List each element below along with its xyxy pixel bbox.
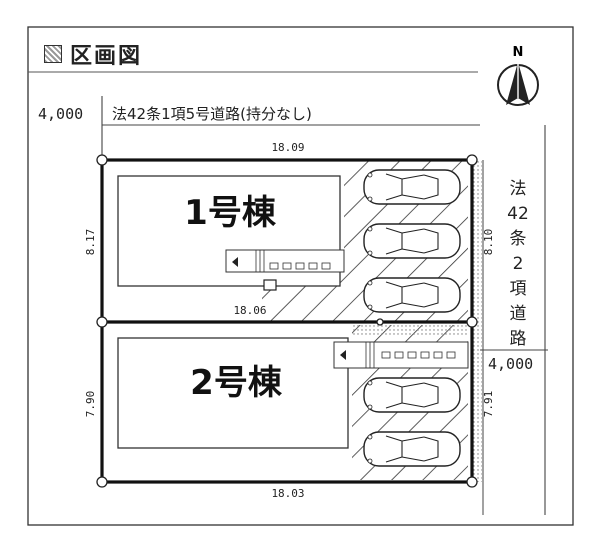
dim-top: 18.09	[271, 141, 304, 154]
top-road-label: 法42条1項5号道路(持分なし)	[112, 105, 312, 123]
north-arrow-icon: N	[497, 45, 539, 106]
car-icon	[363, 277, 461, 313]
side-road-char: 法	[510, 179, 527, 199]
dim-lot1-right: 8.10	[482, 229, 495, 256]
lot2-steps	[365, 342, 456, 368]
building-2-footprint	[117, 337, 349, 449]
side-road-char: 2	[513, 254, 524, 274]
hatched-square-icon	[44, 45, 62, 63]
boundary-markers	[96, 154, 478, 488]
dim-lot1-left: 8.17	[84, 229, 97, 256]
lot2-entry-arrow-icon	[340, 350, 346, 360]
building-1-label: 1号棟	[184, 193, 277, 233]
outer-frame	[27, 26, 574, 526]
lot2-paving-strip	[352, 325, 468, 335]
car-icon	[363, 169, 461, 205]
building-2-label: 2号棟	[190, 363, 283, 403]
lot1-meter-box-icon	[263, 279, 277, 291]
side-road-label: 法 42 条 2 項 道 路	[507, 179, 529, 349]
north-label: N	[513, 45, 524, 60]
lot1-steps	[255, 250, 331, 272]
side-road-char: 路	[510, 329, 527, 349]
side-road-char: 42	[507, 204, 529, 224]
side-road-char: 道	[510, 304, 527, 324]
car-icon	[363, 223, 461, 259]
dim-lot2-left: 7.90	[84, 391, 97, 418]
side-road-char: 条	[510, 229, 527, 249]
top-road-width: 4,000	[38, 105, 83, 123]
dim-lot2-right: 7.91	[482, 391, 495, 418]
dim-middle: 18.06	[233, 304, 266, 317]
car-icon	[363, 431, 461, 467]
title-block: 区画図	[44, 38, 142, 70]
car-icon	[363, 377, 461, 413]
dim-bottom: 18.03	[271, 487, 304, 500]
page-title: 区画図	[70, 44, 143, 69]
side-road-width: 4,000	[488, 355, 533, 373]
lot1-entry-arrow-icon	[232, 257, 238, 267]
side-road-char: 項	[510, 279, 527, 299]
